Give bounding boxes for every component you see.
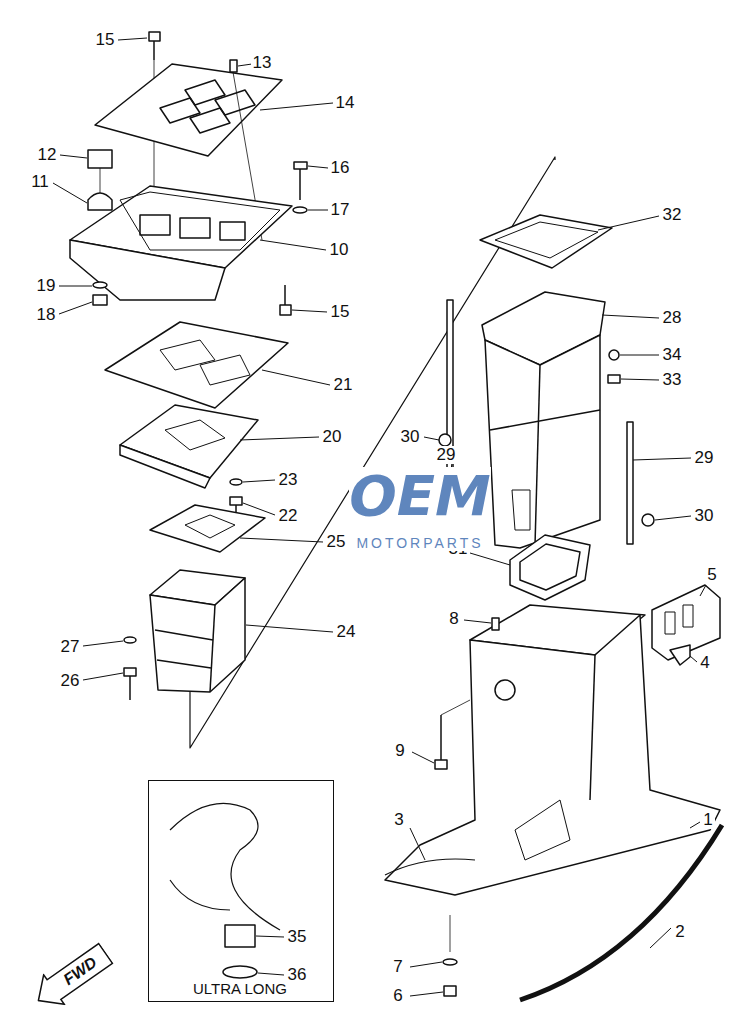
callout-number: 17 bbox=[329, 201, 352, 219]
callout-number: 36 bbox=[286, 966, 309, 984]
callout-number: 3 bbox=[392, 811, 405, 829]
callout-number: 34 bbox=[661, 346, 684, 364]
callout-number: 26 bbox=[59, 672, 82, 690]
callout-number: 18 bbox=[35, 306, 58, 324]
callout-number: 16 bbox=[329, 159, 352, 177]
arrow-shape bbox=[28, 939, 116, 1016]
callout-number: 27 bbox=[59, 638, 82, 656]
callout-number: 8 bbox=[447, 610, 460, 628]
inset-caption: ULTRA LONG bbox=[193, 980, 287, 997]
callout-number: 35 bbox=[286, 928, 309, 946]
callout-number: 9 bbox=[393, 742, 406, 760]
callout-number: 30 bbox=[399, 428, 422, 446]
callout-number: 15 bbox=[329, 303, 352, 321]
callout-number: 22 bbox=[277, 507, 300, 525]
callout-number: 15 bbox=[94, 31, 117, 49]
callout-number: 20 bbox=[321, 428, 344, 446]
callout-number: 19 bbox=[35, 277, 58, 295]
callout-number: 5 bbox=[705, 566, 718, 584]
callout-number: 33 bbox=[661, 371, 684, 389]
callout-number: 6 bbox=[391, 987, 404, 1005]
callout-number: 13 bbox=[251, 54, 274, 72]
callout-number: 7 bbox=[391, 958, 404, 976]
callout-number: 32 bbox=[661, 206, 684, 224]
callout-number: 28 bbox=[661, 309, 684, 327]
inset-box: ULTRA LONG bbox=[148, 780, 334, 1002]
callout-number: 12 bbox=[36, 146, 59, 164]
callout-number: 29 bbox=[693, 449, 716, 467]
callout-number: 4 bbox=[698, 654, 711, 672]
callout-number: 21 bbox=[332, 376, 355, 394]
callout-number: 24 bbox=[335, 623, 358, 641]
callout-number: 29 bbox=[435, 446, 458, 464]
forward-arrow: FWD bbox=[27, 937, 118, 1016]
callout-number: 10 bbox=[328, 241, 351, 259]
callout-number: 30 bbox=[693, 507, 716, 525]
callout-number: 1 bbox=[701, 811, 714, 829]
callout-number: 2 bbox=[673, 923, 686, 941]
callout-number: 25 bbox=[325, 533, 348, 551]
callout-number: 11 bbox=[29, 173, 51, 191]
callout-number: 23 bbox=[277, 471, 300, 489]
callout-number: 14 bbox=[334, 94, 357, 112]
watermark: OEM bbox=[349, 467, 491, 525]
watermark: MOTORPARTS bbox=[356, 535, 483, 551]
